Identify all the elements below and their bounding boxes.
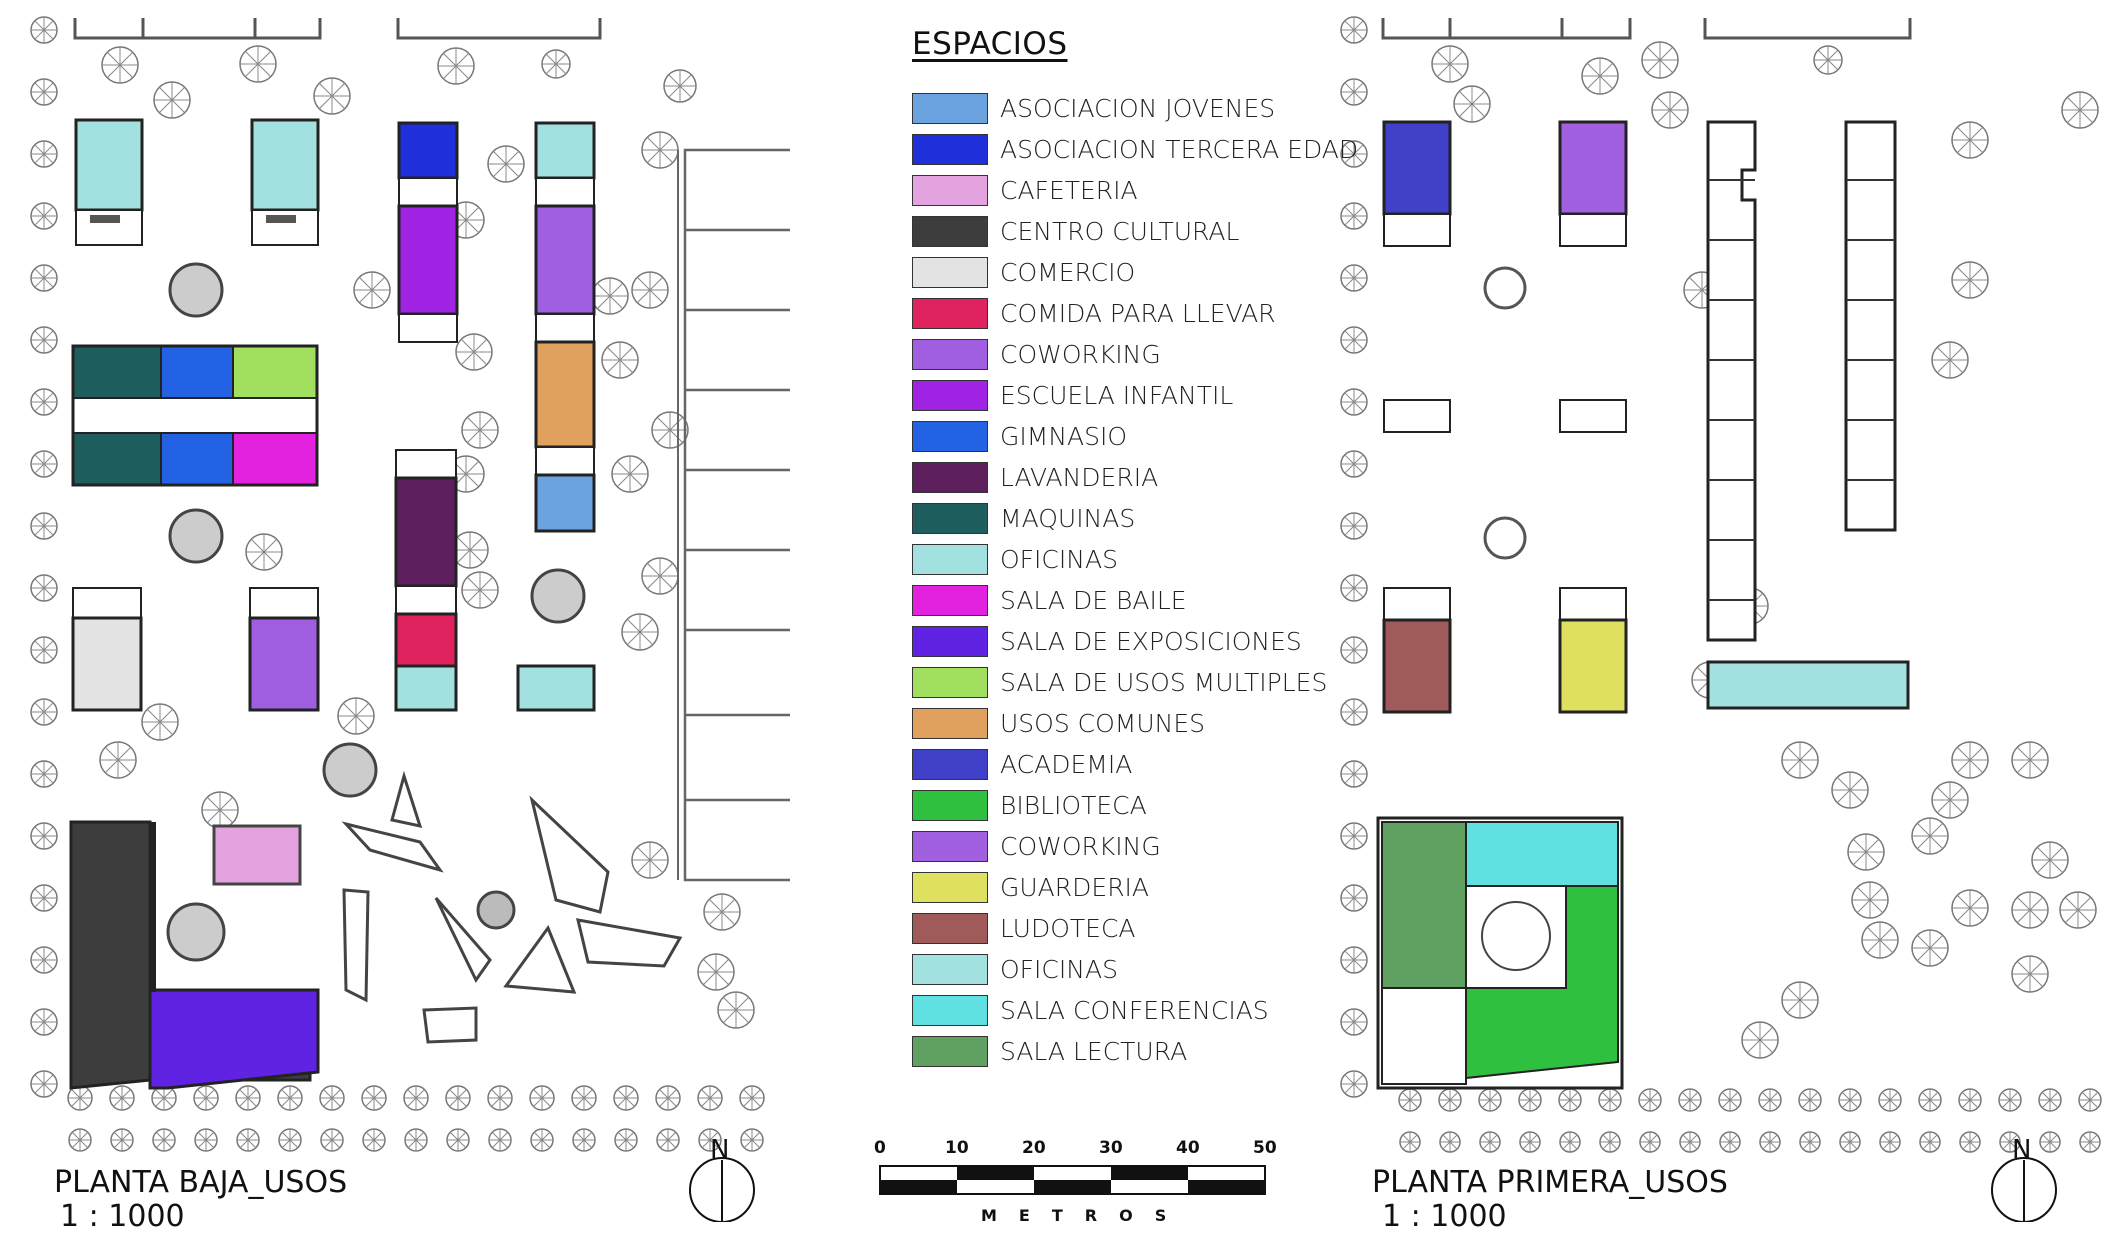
legend-swatch <box>912 134 988 165</box>
pavilion-oficinas-2 <box>250 118 320 246</box>
ground-plan-scale: 1 : 1000 <box>60 1199 185 1234</box>
pavilion-oficinas-1 <box>74 118 144 246</box>
scale-unit: METROS <box>981 1206 1189 1225</box>
legend-swatch <box>912 462 988 493</box>
north-arrow-ground: N <box>689 1135 755 1222</box>
legend-item: CAFETERIA <box>912 170 1342 211</box>
legend-label: ASOCIACION JOVENES <box>1000 94 1276 123</box>
legend-label: ACADEMIA <box>1000 750 1133 779</box>
legend-item: SALA CONFERENCIAS <box>912 990 1342 1031</box>
legend-item: COWORKING <box>912 334 1342 375</box>
legend-item: COMIDA PARA LLEVAR <box>912 293 1342 334</box>
scale-tick-10: 10 <box>945 1138 969 1158</box>
legend-item: LAVANDERIA <box>912 457 1342 498</box>
north-label: N <box>2012 1135 2031 1165</box>
legend-item: SALA LECTURA <box>912 1031 1342 1072</box>
legend-label: SALA DE BAILE <box>1000 586 1187 615</box>
legend-label: USOS COMUNES <box>1000 709 1206 738</box>
legend-label: OFICINAS <box>1000 545 1118 574</box>
legend-swatch <box>912 93 988 124</box>
legend-swatch <box>912 995 988 1026</box>
legend-item: GUARDERIA <box>912 867 1342 908</box>
legend-label: ESCUELA INFANTIL <box>1000 381 1234 410</box>
legend-item: ASOCIACION TERCERA EDAD <box>912 129 1358 170</box>
legend-item: COMERCIO <box>912 252 1342 293</box>
legend-label: MAQUINAS <box>1000 504 1136 533</box>
legend-item: ACADEMIA <box>912 744 1342 785</box>
legend-swatch <box>912 380 988 411</box>
first-plan-title: PLANTA PRIMERA_USOS <box>1372 1165 1728 1200</box>
legend-swatch <box>912 954 988 985</box>
legend-label: OFICINAS <box>1000 955 1118 984</box>
legend-label: BIBLIOTECA <box>1000 791 1147 820</box>
legend-swatch <box>912 544 988 575</box>
legend-item: MAQUINAS <box>912 498 1342 539</box>
legend-item: GIMNASIO <box>912 416 1342 457</box>
legend-swatch <box>912 913 988 944</box>
legend-item: ESCUELA INFANTIL <box>912 375 1342 416</box>
legend-label: SALA DE USOS MULTIPLES <box>1000 668 1328 697</box>
legend-label: COWORKING <box>1000 832 1161 861</box>
legend-label: LUDOTECA <box>1000 914 1136 943</box>
legend-item: USOS COMUNES <box>912 703 1342 744</box>
scale-tick-0: 0 <box>874 1138 886 1158</box>
legend-item: ASOCIACION JOVENES <box>912 88 1342 129</box>
legend-item: OFICINAS <box>912 949 1342 990</box>
legend-swatch <box>912 216 988 247</box>
legend-swatch <box>912 585 988 616</box>
legend-label: COMIDA PARA LLEVAR <box>1000 299 1276 328</box>
legend-item: SALA DE EXPOSICIONES <box>912 621 1342 662</box>
legend-swatch <box>912 667 988 698</box>
legend-label: CENTRO CULTURAL <box>1000 217 1240 246</box>
legend-item: LUDOTECA <box>912 908 1342 949</box>
legend-label: GIMNASIO <box>1000 422 1128 451</box>
legend-label: SALA CONFERENCIAS <box>1000 996 1269 1025</box>
legend-list: ASOCIACION JOVENES ASOCIACION TERCERA EDA… <box>912 88 1358 1072</box>
legend-swatch <box>912 626 988 657</box>
ground-plan-title: PLANTA BAJA_USOS <box>54 1165 348 1200</box>
legend-swatch <box>912 339 988 370</box>
scale-tick-20: 20 <box>1022 1138 1046 1158</box>
legend-label: SALA DE EXPOSICIONES <box>1000 627 1302 656</box>
legend-swatch <box>912 790 988 821</box>
legend-label: COMERCIO <box>1000 258 1136 287</box>
legend-item: CENTRO CULTURAL <box>912 211 1342 252</box>
scale-tick-40: 40 <box>1176 1138 1200 1158</box>
scale-tick-50: 50 <box>1253 1138 1277 1158</box>
legend-swatch <box>912 831 988 862</box>
legend-swatch <box>912 872 988 903</box>
scale-bar <box>879 1165 1266 1195</box>
north-arrow-first: N <box>1991 1135 2057 1222</box>
legend-item: COWORKING <box>912 826 1342 867</box>
legend: ESPACIOS ASOCIACION JOVENES ASOCIACION TE… <box>912 26 1358 1072</box>
legend-label: CAFETERIA <box>1000 176 1138 205</box>
scale-tick-30: 30 <box>1099 1138 1123 1158</box>
legend-item: OFICINAS <box>912 539 1342 580</box>
legend-label: ASOCIACION TERCERA EDAD <box>1000 135 1359 164</box>
legend-swatch <box>912 257 988 288</box>
legend-item: SALA DE USOS MULTIPLES <box>912 662 1342 703</box>
legend-swatch <box>912 749 988 780</box>
legend-swatch <box>912 708 988 739</box>
north-label: N <box>710 1135 729 1165</box>
legend-swatch <box>912 503 988 534</box>
legend-label: SALA LECTURA <box>1000 1037 1188 1066</box>
legend-swatch <box>912 298 988 329</box>
legend-label: LAVANDERIA <box>1000 463 1159 492</box>
ground-floor-plan <box>30 16 790 1152</box>
first-floor-plan <box>1340 16 2102 1153</box>
legend-label: COWORKING <box>1000 340 1161 369</box>
legend-label: GUARDERIA <box>1000 873 1150 902</box>
legend-item: SALA DE BAILE <box>912 580 1342 621</box>
legend-swatch <box>912 421 988 452</box>
legend-swatch <box>912 1036 988 1067</box>
legend-item: BIBLIOTECA <box>912 785 1342 826</box>
legend-title: ESPACIOS <box>912 26 1068 62</box>
first-plan-scale: 1 : 1000 <box>1382 1199 1507 1234</box>
legend-swatch <box>912 175 988 206</box>
